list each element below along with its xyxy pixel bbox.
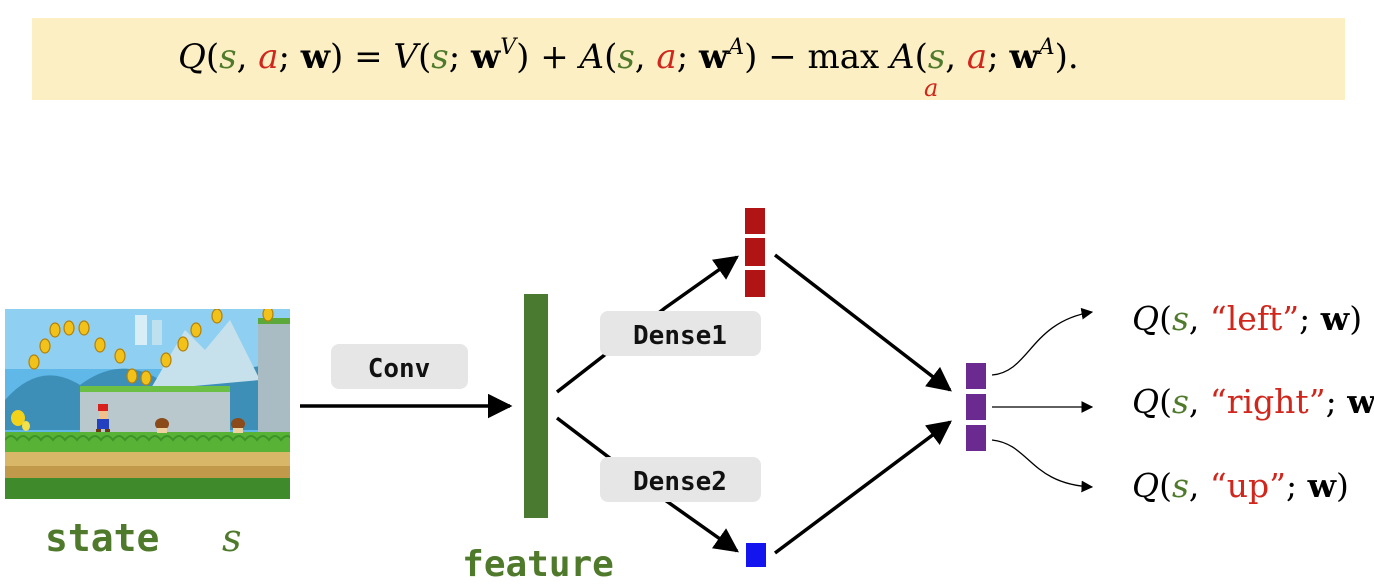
formula-a: a bbox=[258, 37, 278, 77]
formula-sup-a: A bbox=[726, 35, 744, 60]
dense1-arrow bbox=[555, 255, 739, 394]
q-output-right: Q(s, “right”; w) bbox=[1132, 382, 1374, 421]
formula-sup-v: V bbox=[500, 35, 518, 60]
advantage-cell bbox=[745, 208, 765, 234]
output-arrow-left bbox=[991, 307, 1094, 376]
advantage-vector bbox=[745, 208, 765, 297]
formula-max-subscript: a bbox=[924, 74, 938, 102]
state-variable: s bbox=[222, 516, 242, 560]
q-action-right: “right” bbox=[1210, 382, 1326, 421]
formula-sup-a2: A bbox=[1037, 35, 1055, 60]
q-action-up: “up” bbox=[1210, 466, 1286, 505]
formula-max: max bbox=[808, 37, 880, 77]
advantage-to-output-arrow bbox=[773, 253, 952, 392]
formula-period: . bbox=[1068, 37, 1079, 77]
formula-s2: s bbox=[431, 37, 448, 77]
formula-a3: a bbox=[967, 37, 987, 77]
q-output-left: Q(s, “left”; w) bbox=[1132, 299, 1362, 338]
formula-w3: w bbox=[698, 37, 729, 77]
dense1-label: Dense1 bbox=[633, 321, 727, 351]
formula-a-func2: A bbox=[887, 37, 915, 77]
conv-tag bbox=[331, 344, 468, 389]
advantage-cell bbox=[745, 238, 765, 266]
formula-s4: s bbox=[928, 37, 945, 77]
formula-s: s bbox=[219, 37, 236, 77]
formula-v: V bbox=[393, 37, 421, 77]
q-action-left: “left” bbox=[1210, 299, 1299, 338]
formula-w2: w bbox=[470, 37, 501, 77]
q-output-vector bbox=[966, 363, 986, 451]
game-screenshot-image bbox=[5, 309, 290, 499]
q-cell bbox=[966, 394, 986, 420]
conv-label: Conv bbox=[368, 354, 431, 384]
advantage-cell bbox=[745, 270, 765, 297]
value-to-output-arrow bbox=[773, 420, 952, 555]
output-arrow-up bbox=[991, 439, 1094, 493]
formula-text: Q(s, a; w) = V(s; wV) + A(s, a; wA) − ma… bbox=[178, 35, 1079, 77]
formula-w4: w bbox=[1008, 37, 1039, 77]
state-label: state bbox=[45, 516, 159, 560]
q-output-up: Q(s, “up”; w) bbox=[1132, 466, 1349, 505]
feature-label: feature bbox=[462, 544, 614, 585]
feature-vector bbox=[524, 294, 548, 518]
value-scalar bbox=[746, 543, 766, 567]
formula-w: w bbox=[300, 37, 331, 77]
dense2-label: Dense2 bbox=[633, 467, 727, 497]
dense1-tag bbox=[600, 311, 761, 356]
formula-banner bbox=[32, 18, 1345, 100]
q-cell bbox=[966, 363, 986, 389]
formula-s3: s bbox=[617, 37, 634, 77]
formula-a-func: A bbox=[577, 37, 605, 77]
q-cell bbox=[966, 425, 986, 451]
formula-q: Q bbox=[178, 37, 206, 77]
dense2-tag bbox=[600, 457, 761, 502]
formula-a2: a bbox=[656, 37, 676, 77]
